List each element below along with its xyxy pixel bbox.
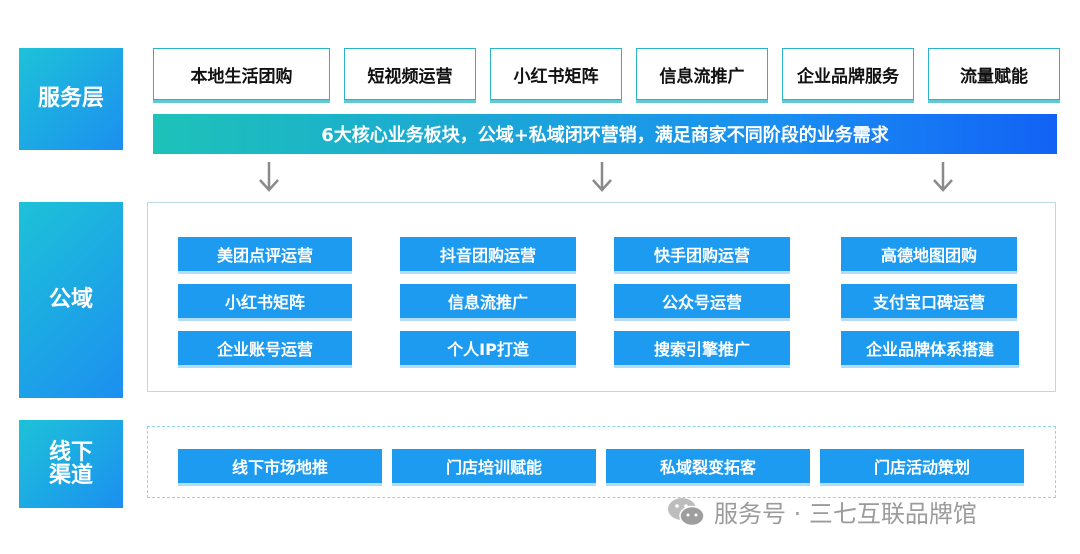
- service-item: 本地生活团购: [153, 48, 330, 100]
- core-business-banner: 6大核心业务板块，公域+私域闭环营销，满足商家不同阶段的业务需求: [153, 114, 1057, 154]
- watermark: 服务号 · 三七互联品牌馆: [666, 494, 977, 529]
- offline-item: 门店培训赋能: [392, 449, 596, 483]
- service-item: 小红书矩阵: [490, 48, 622, 100]
- down-arrow-icon: [259, 162, 279, 192]
- layer-label-service: 服务层: [19, 48, 123, 150]
- service-item: 短视频运营: [344, 48, 476, 100]
- layer-label-offline-line1: 线下: [48, 439, 93, 465]
- service-item: 流量赋能: [928, 48, 1060, 100]
- public-domain-panel: [147, 202, 1056, 392]
- offline-item: 私域裂变拓客: [606, 449, 810, 483]
- public-item: 支付宝口碑运营: [841, 284, 1017, 318]
- public-item: 个人IP打造: [400, 331, 576, 365]
- public-item: 公众号运营: [614, 284, 790, 318]
- public-item: 高德地图团购: [841, 237, 1017, 271]
- public-item: 快手团购运营: [614, 237, 790, 271]
- public-item: 美团点评运营: [178, 237, 352, 271]
- layer-label-public: 公域: [19, 202, 123, 398]
- layer-label-offline: 线下 渠道: [19, 420, 123, 508]
- public-item: 信息流推广: [400, 284, 576, 318]
- public-item: 企业品牌体系搭建: [841, 331, 1019, 365]
- offline-channel-panel: [147, 426, 1056, 498]
- wechat-icon: [668, 497, 705, 526]
- layer-label-offline-line2: 渠道: [48, 463, 93, 488]
- offline-item: 线下市场地推: [178, 449, 382, 483]
- service-item: 信息流推广: [636, 48, 768, 100]
- public-item: 抖音团购运营: [400, 237, 576, 271]
- offline-item: 门店活动策划: [820, 449, 1024, 483]
- down-arrow-icon: [592, 162, 612, 192]
- watermark-text: 服务号 · 三七互联品牌馆: [714, 500, 977, 528]
- public-item: 小红书矩阵: [178, 284, 352, 318]
- service-item: 企业品牌服务: [782, 48, 914, 100]
- public-item: 搜索引擎推广: [614, 331, 790, 365]
- public-item: 企业账号运营: [178, 331, 352, 365]
- down-arrow-icon: [933, 162, 953, 192]
